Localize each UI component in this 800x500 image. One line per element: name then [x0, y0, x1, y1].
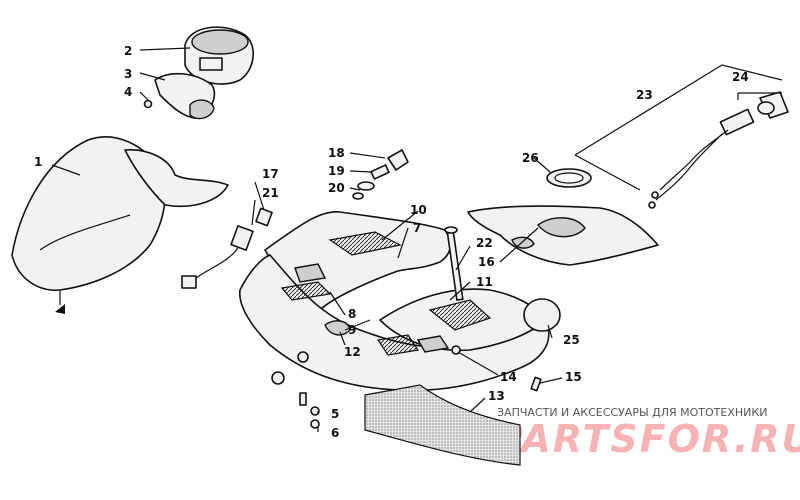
callout-20: 20: [328, 181, 345, 195]
part-ring-26: [546, 168, 592, 188]
callout-8: 8: [348, 307, 356, 321]
callout-25: 25: [563, 333, 580, 347]
part-windshield: [11, 136, 229, 314]
callout-4: 4: [124, 85, 132, 99]
watermark-caption: ЗАПЧАСТИ И АКСЕССУАРЫ ДЛЯ МОТОТЕХНИКИ: [497, 406, 767, 419]
part-socket-harness: [181, 207, 273, 289]
part-screw-nut: [299, 392, 320, 429]
callout-23: 23: [636, 88, 653, 102]
callout-19: 19: [328, 164, 345, 178]
callout-12: 12: [344, 345, 361, 359]
callout-22: 22: [476, 236, 493, 250]
part-dash-panel: [239, 211, 550, 392]
part-gauge: [184, 26, 254, 85]
callout-labels: 1 2 3 4 5 6 7 8 9 10 11 12 13 14 15 16 1…: [34, 44, 749, 440]
callout-15: 15: [565, 370, 582, 384]
callout-2: 2: [124, 44, 132, 58]
part-cable-assembly: [648, 91, 789, 209]
part-screw-4: [143, 99, 153, 109]
callout-1: 1: [34, 155, 42, 169]
part-gauge-holder: [154, 72, 216, 120]
part-console-16: [467, 205, 659, 266]
callout-21: 21: [262, 186, 279, 200]
callout-leaders: [51, 47, 563, 432]
watermark-logo: PARTSFOR.RU: [495, 417, 800, 461]
callout-9: 9: [348, 323, 356, 337]
callout-26: 26: [522, 151, 539, 165]
callout-11: 11: [476, 275, 493, 289]
part-key-switch: [352, 149, 409, 200]
callout-10: 10: [410, 203, 427, 217]
callout-5: 5: [331, 407, 339, 421]
callout-6: 6: [331, 426, 339, 440]
callout-16: 16: [478, 255, 495, 269]
callout-3: 3: [124, 67, 132, 81]
callout-7: 7: [413, 221, 421, 235]
callout-17: 17: [262, 167, 279, 181]
callout-14: 14: [500, 370, 517, 384]
part-cap-25: [523, 298, 561, 332]
part-pad: [364, 384, 521, 466]
callout-24: 24: [732, 70, 749, 84]
part-bolt-22: [444, 226, 464, 301]
callout-18: 18: [328, 146, 345, 160]
callout-13: 13: [488, 389, 505, 403]
callout-bracket-23-24: [574, 64, 783, 191]
